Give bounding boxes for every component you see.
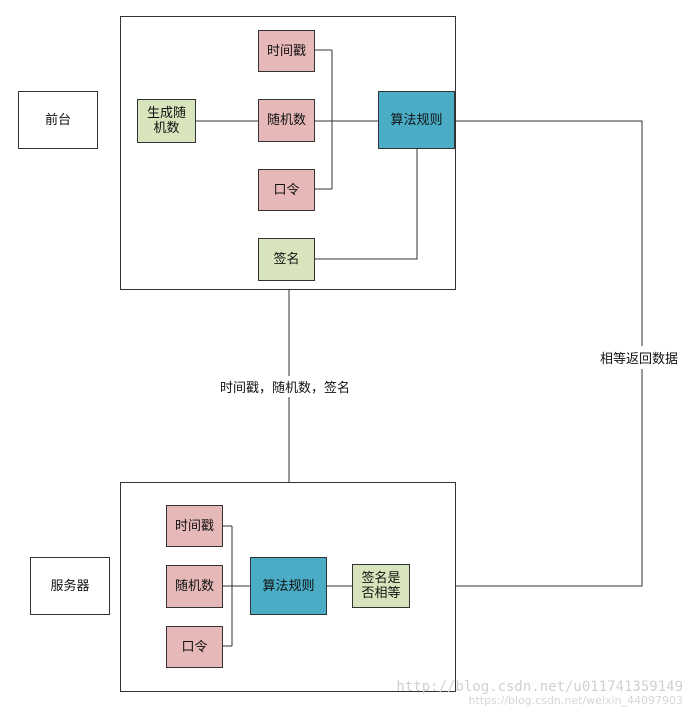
- frontend-algorithm-node: 算法规则: [378, 91, 455, 149]
- edge-algorithm-to-signature: [315, 149, 418, 260]
- frontend-label-text: 前台: [44, 112, 71, 128]
- frontend-timestamp-text: 时间戳: [266, 43, 306, 59]
- frontend-password-text: 口令: [273, 182, 300, 198]
- frontend-random-text: 随机数: [266, 113, 306, 128]
- frontend-signature-text: 签名: [273, 252, 300, 267]
- request-edge-label: 时间戳，随机数，签名: [220, 376, 351, 397]
- frontend-container: [120, 16, 456, 290]
- server-timestamp-node: 时间戳: [166, 505, 223, 547]
- server-label: 服务器: [30, 557, 110, 615]
- server-algorithm-node: 算法规则: [250, 557, 327, 615]
- frontend-label: 前台: [18, 91, 98, 149]
- signature-compare-text: 签名是否相等: [361, 571, 401, 601]
- server-algorithm-text: 算法规则: [262, 578, 315, 594]
- watermark-line2: https://blog.csdn.net/weixin_44097903: [468, 694, 683, 707]
- return-edge-label: 相等返回数据: [600, 346, 679, 369]
- frontend-signature-node: 签名: [258, 238, 315, 281]
- generate-random-text: 生成随机数: [146, 106, 186, 136]
- server-password-text: 口令: [181, 639, 208, 655]
- frontend-timestamp-node: 时间戳: [258, 30, 315, 72]
- server-random-text: 随机数: [174, 579, 214, 594]
- signature-compare-node: 签名是否相等: [352, 564, 410, 608]
- generate-random-node: 生成随机数: [137, 99, 196, 143]
- frontend-algorithm-text: 算法规则: [390, 112, 443, 128]
- frontend-password-node: 口令: [258, 169, 315, 211]
- frontend-random-node: 随机数: [258, 99, 315, 142]
- server-random-node: 随机数: [166, 565, 223, 608]
- watermark-line1: http://blog.csdn.net/u011741359149: [396, 679, 683, 695]
- server-container: [120, 482, 456, 692]
- server-label-text: 服务器: [50, 578, 90, 594]
- server-password-node: 口令: [166, 626, 223, 668]
- server-timestamp-text: 时间戳: [174, 518, 214, 534]
